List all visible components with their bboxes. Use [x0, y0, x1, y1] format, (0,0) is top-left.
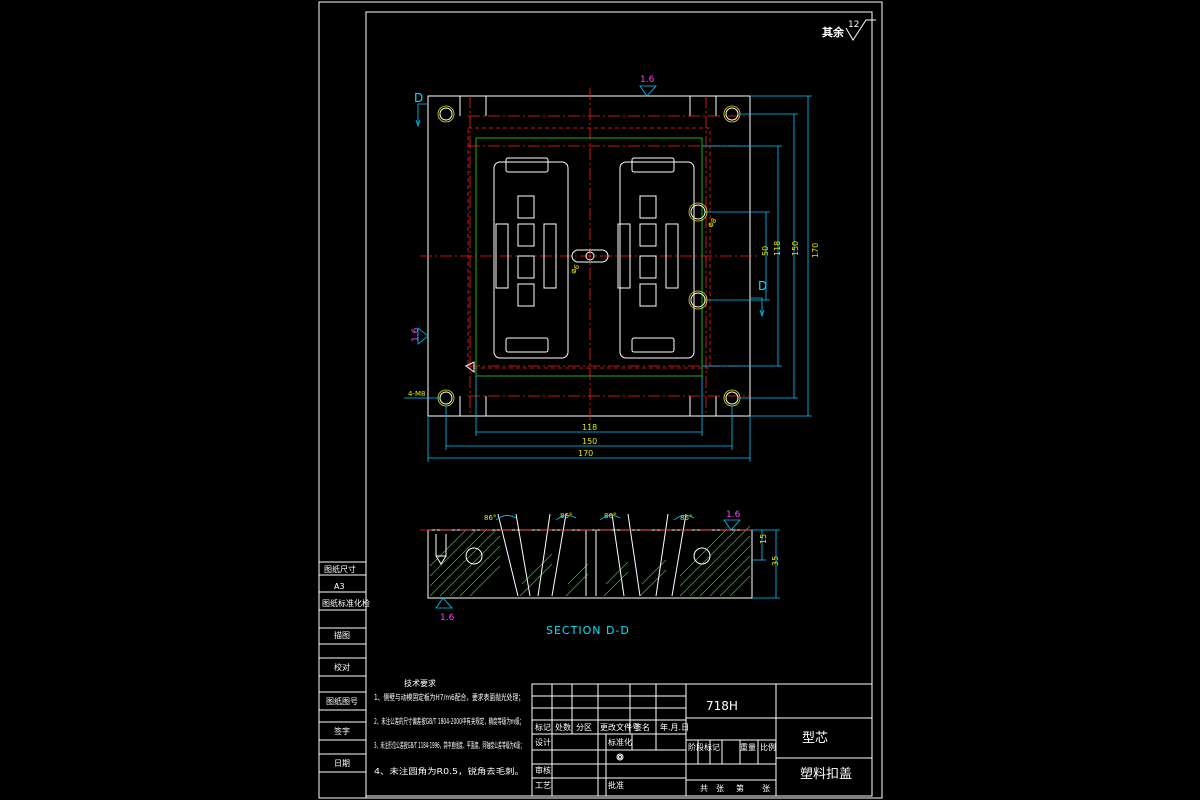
section-mark-right: D: [750, 279, 767, 318]
inner-boundary: [475, 137, 703, 377]
section-mark-top: D: [414, 91, 428, 128]
svg-text:D: D: [414, 91, 423, 105]
material-label: 718H: [706, 699, 738, 713]
title-block: 标记 处数 分区 更改文件号 签名 年.月.日 设计 标准化 阶段标记 重量 比…: [531, 683, 873, 797]
product-name: 塑料扣盖: [800, 767, 852, 782]
hole-note-label: 4-M8: [408, 390, 425, 398]
roughness-top: 1.6: [639, 75, 657, 97]
runner: [571, 249, 609, 263]
surface-finish-label: 其余: [822, 25, 845, 39]
svg-text:A3: A3: [334, 582, 345, 591]
svg-text:审核: 审核: [535, 765, 551, 775]
svg-text:1.6: 1.6: [726, 510, 741, 520]
section-view: 86° 86° 86° 86° 1.6 1.6 35 15 SECTION D-…: [420, 510, 780, 637]
svg-text:张: 张: [716, 784, 724, 793]
part-name: 型芯: [802, 731, 828, 746]
tech-req-3: 3、未注形位公差按GB/T 1184-1996，其中直线度、平面度、同轴度公差等…: [374, 740, 524, 750]
svg-text:标记: 标记: [535, 722, 551, 732]
svg-text:签名: 签名: [634, 722, 650, 732]
svg-text:分区: 分区: [576, 723, 592, 732]
section-caption: SECTION D-D: [546, 624, 630, 637]
angle-3: 86°: [604, 512, 616, 520]
svg-text:共: 共: [700, 784, 708, 793]
svg-text:标准化: 标准化: [608, 737, 632, 747]
left-column: 图纸尺寸 A3 图纸标准化检 描图 校对 图纸图号 签字 日期: [318, 561, 370, 799]
svg-text:1.6: 1.6: [411, 327, 421, 342]
cavity-right: [617, 157, 695, 359]
svg-text:张: 张: [762, 784, 770, 793]
svg-text:图纸图号: 图纸图号: [326, 696, 358, 706]
svg-text:1.6: 1.6: [440, 613, 455, 623]
svg-text:工艺: 工艺: [535, 781, 551, 790]
svg-text:描图: 描图: [334, 630, 350, 640]
svg-text:设计: 设计: [535, 737, 551, 747]
roughness-left: 1.6: [411, 327, 429, 345]
section-dim-35: 35: [771, 556, 780, 566]
svg-text:阶段标记: 阶段标记: [688, 742, 720, 752]
svg-text:D: D: [758, 279, 767, 293]
dim-150-v: 150: [791, 241, 800, 256]
tech-req-4: 4、未注圆角为R0.5，锐角去毛刺。: [374, 766, 524, 776]
svg-text:年.月.日: 年.月.日: [660, 722, 689, 732]
dim-vertical: 50 118 150 170: [702, 95, 820, 417]
dim-150: 150: [582, 437, 597, 446]
angle-2: 86°: [560, 512, 572, 520]
cavity-left: [493, 157, 569, 359]
svg-text:1.6: 1.6: [640, 75, 655, 85]
tech-req-2: 2、未注公差的尺寸偏差按GB/T 1804-2000中有关规定，精度等级为m级；: [374, 716, 524, 726]
section-roughness-top: 1.6: [723, 510, 741, 531]
svg-text:第: 第: [736, 783, 744, 793]
dim-horizontal: 118 150 170: [427, 376, 751, 462]
inner-frame: [365, 11, 873, 797]
technical-requirements: 技术要求 1、侧壁与动模固定板为H7/m6配合，要求表面抛光处理； 2、未注公差…: [374, 678, 524, 776]
svg-text:签字: 签字: [334, 726, 350, 736]
svg-text:图纸标准化检: 图纸标准化检: [322, 598, 370, 608]
runner-dia-label: Φ6: [570, 263, 582, 276]
svg-text:日期: 日期: [334, 759, 350, 768]
svg-text:比例: 比例: [760, 742, 776, 752]
dim-118: 118: [582, 423, 597, 432]
dim-50: 50: [761, 246, 770, 256]
dim-118-v: 118: [773, 241, 782, 256]
tech-req-1: 1、侧壁与动模固定板为H7/m6配合，要求表面抛光处理；: [374, 692, 524, 702]
hole-dia-label: Φ8: [707, 217, 719, 230]
svg-text:图纸尺寸: 图纸尺寸: [324, 564, 356, 574]
svg-text:校对: 校对: [334, 662, 350, 672]
plan-view: Φ6 Φ8 4-M8 D D 1.6: [404, 75, 820, 462]
tech-req-heading: 技术要求: [404, 678, 436, 688]
outer-frame: [318, 1, 883, 799]
angle-1: 86°: [484, 514, 496, 522]
section-dim-15: 15: [759, 534, 768, 544]
surface-finish-value: 12: [848, 20, 859, 30]
dim-170-v: 170: [811, 243, 820, 258]
svg-text:重量: 重量: [740, 742, 756, 752]
surface-finish-mark: 其余 12: [822, 19, 876, 41]
svg-text:更改文件号: 更改文件号: [600, 722, 640, 732]
svg-text:批准: 批准: [608, 780, 624, 790]
dim-170: 170: [578, 449, 593, 458]
section-roughness-bottom: 1.6: [435, 597, 455, 623]
svg-text:处数: 处数: [555, 722, 571, 732]
angle-4: 86°: [680, 514, 692, 522]
